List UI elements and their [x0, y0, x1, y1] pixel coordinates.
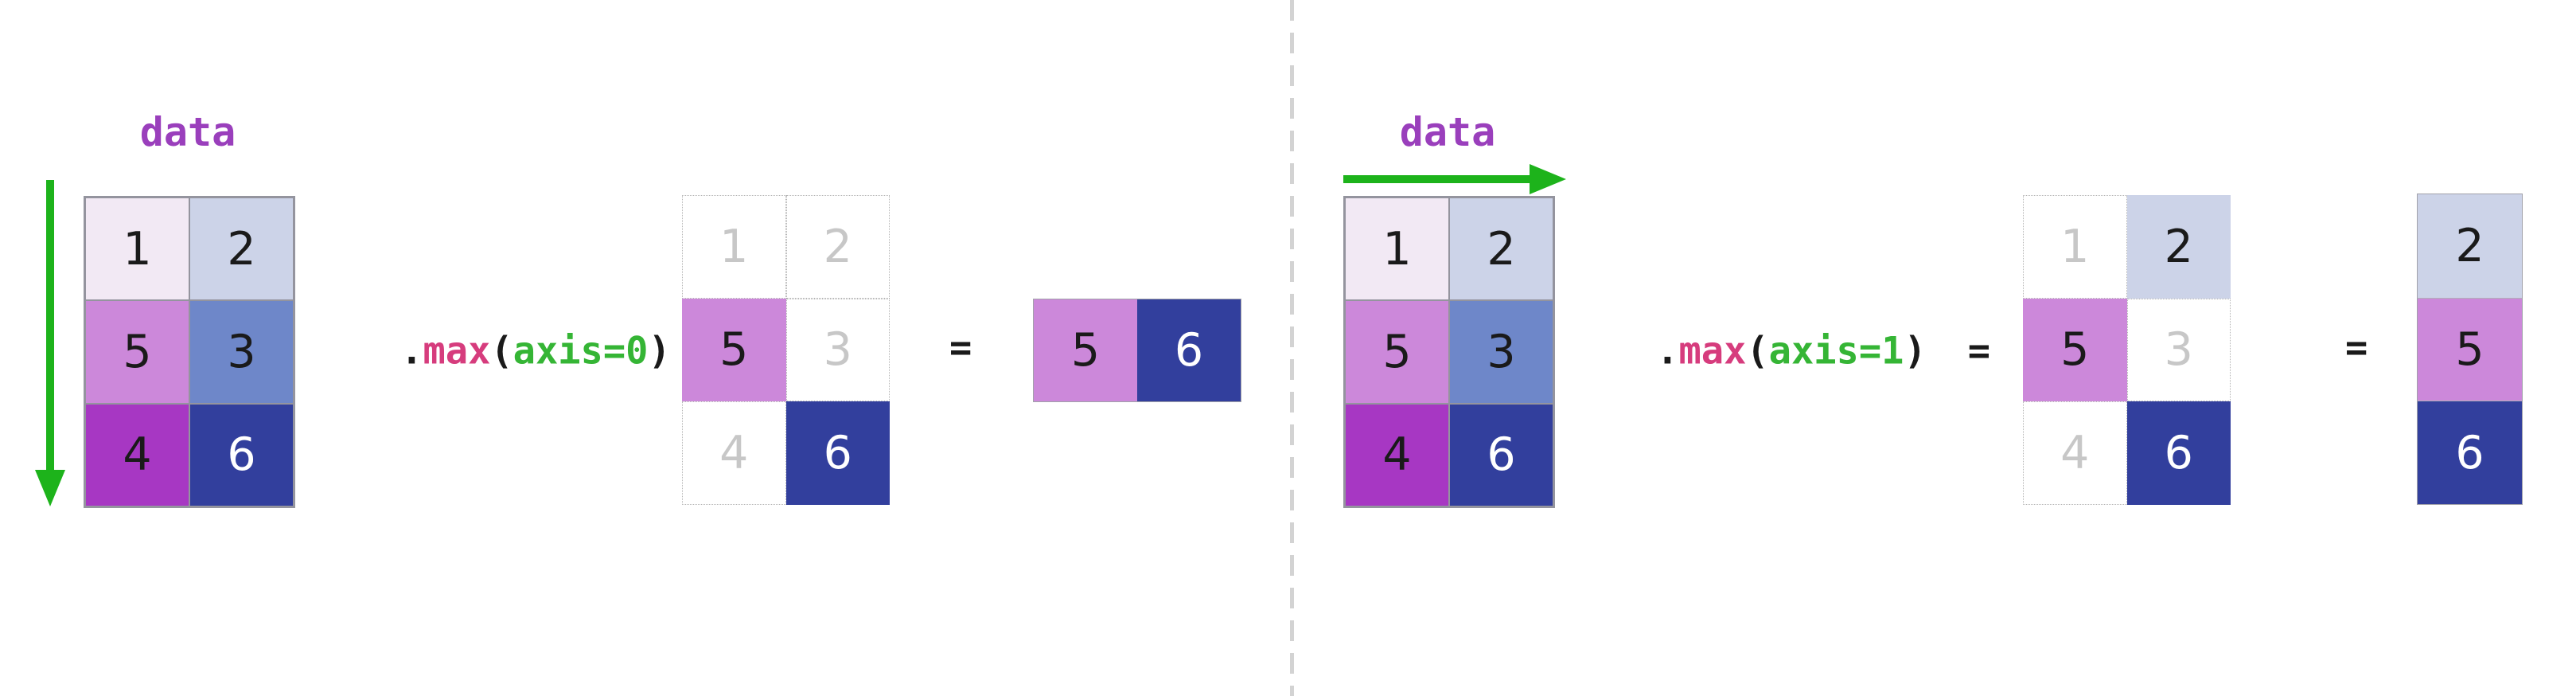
- highlighted-cell: 6: [785, 401, 890, 505]
- ghost-cell: 3: [2126, 298, 2231, 402]
- code-method: max: [1678, 329, 1747, 373]
- result-cell: 5: [1034, 299, 1137, 401]
- matrix-cell: 2: [189, 197, 294, 301]
- ghost-cell: 4: [682, 401, 786, 505]
- result-cell: 5: [2418, 297, 2522, 401]
- highlighted-cell: 2: [2126, 195, 2231, 299]
- code-paren-close: ): [648, 329, 671, 373]
- matrix-cell: 1: [1345, 197, 1449, 301]
- ghost-cell: 1: [682, 195, 786, 299]
- equals-sign: =: [949, 326, 972, 370]
- ghost-cell: 2: [785, 195, 890, 299]
- code-paren-open: (: [490, 329, 513, 373]
- highlighted-cell: 6: [2126, 401, 2231, 505]
- down-arrow-icon: [35, 180, 65, 506]
- code-paren-close: ): [1904, 329, 1927, 373]
- matrix-cell: 1: [85, 197, 189, 301]
- code-paren-open: (: [1746, 329, 1769, 373]
- result-cell: 2: [2418, 194, 2522, 298]
- matrix-cell: 5: [85, 300, 189, 404]
- ghost-cell: 4: [2023, 401, 2127, 505]
- code-argument: axis=1: [1768, 329, 1904, 373]
- matrix-cell: 3: [189, 300, 294, 404]
- ghost-cell: 3: [785, 298, 890, 402]
- ghost-cell: 1: [2023, 195, 2127, 299]
- code-argument: axis=0: [512, 329, 649, 373]
- data-label: data: [139, 109, 236, 155]
- code-method: max: [423, 329, 491, 373]
- matrix-cell: 5: [1345, 300, 1449, 404]
- code-expression: .max(axis=1) =: [1566, 286, 1990, 417]
- matrix-cell: 2: [1449, 197, 1553, 301]
- matrix-cell: 4: [85, 403, 189, 506]
- matrix-cell: 6: [189, 403, 294, 506]
- data-matrix: 1 2 5 3 4 6: [84, 196, 295, 508]
- matrix-cell: 3: [1449, 300, 1553, 404]
- matrix-cell: 4: [1345, 403, 1449, 506]
- result-cell: 6: [1137, 299, 1241, 401]
- data-matrix: 1 2 5 3 4 6: [1343, 196, 1555, 508]
- data-label: data: [1399, 109, 1496, 155]
- matrix-cell: 6: [1449, 403, 1553, 506]
- result-matrix: 5 6: [1033, 299, 1241, 402]
- intermediate-matrix: 1 2 5 3 4 6: [682, 195, 890, 505]
- intermediate-matrix: 1 2 5 3 4 6: [2023, 195, 2231, 505]
- code-expression: .max(axis=0)=: [310, 286, 735, 417]
- code-equals: =: [1967, 329, 1991, 373]
- equals-sign: =: [2345, 326, 2368, 370]
- right-arrow-icon: [1343, 164, 1566, 194]
- result-matrix: 2 5 6: [2417, 194, 2523, 505]
- highlighted-cell: 5: [682, 298, 786, 402]
- result-cell: 6: [2418, 401, 2522, 504]
- code-prefix: .: [400, 329, 423, 373]
- panel-divider: [1290, 0, 1294, 696]
- code-prefix: .: [1656, 329, 1679, 373]
- highlighted-cell: 5: [2023, 298, 2127, 402]
